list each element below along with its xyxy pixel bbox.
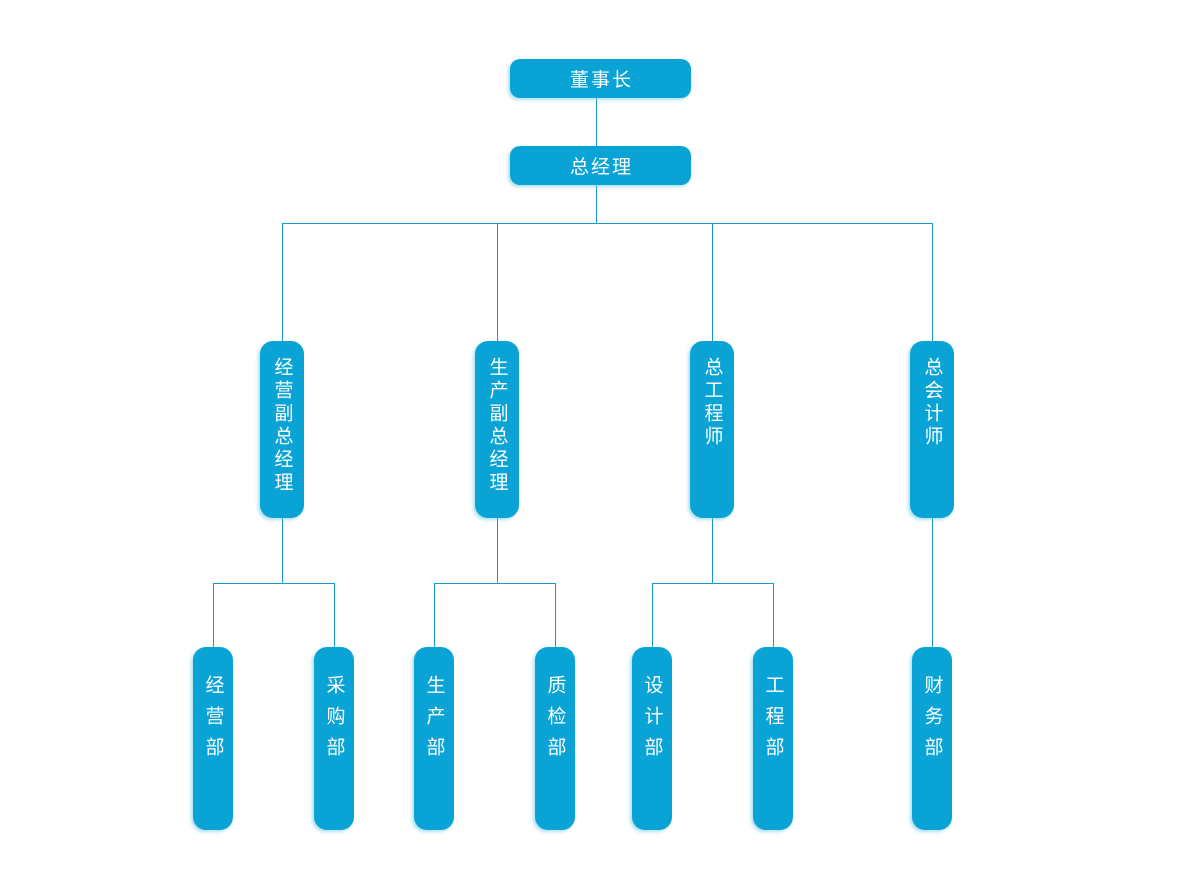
connector-drop-chief-accountant bbox=[932, 223, 933, 341]
node-production-dept: 生产部 bbox=[414, 647, 454, 830]
node-finance-dept: 财务部 bbox=[912, 647, 952, 830]
node-quality-dept-label: 质检部 bbox=[544, 675, 566, 768]
node-chief-accountant-label: 总会计师 bbox=[921, 357, 943, 449]
connector-chief-engineer-bus bbox=[652, 583, 774, 584]
connector-level1-bus bbox=[282, 223, 933, 224]
node-quality-dept: 质检部 bbox=[535, 647, 575, 830]
node-general-manager-label: 总经理 bbox=[569, 157, 633, 178]
connector-chairman-gm bbox=[596, 98, 597, 146]
node-chief-engineer: 总工程师 bbox=[690, 341, 734, 518]
node-vp-business-label: 经营副总经理 bbox=[271, 357, 293, 495]
connector-chief-accountant-finance bbox=[932, 518, 933, 647]
node-chief-engineer-label: 总工程师 bbox=[701, 357, 723, 449]
connector-vp-production-bus bbox=[434, 583, 556, 584]
node-chairman: 董事长 bbox=[510, 59, 691, 98]
connector-drop-vp-business bbox=[282, 223, 283, 341]
connector-vp-production-trunk bbox=[497, 518, 498, 583]
node-general-manager: 总经理 bbox=[510, 146, 691, 185]
node-vp-business: 经营副总经理 bbox=[260, 341, 304, 518]
connector-chief-engineer-trunk bbox=[712, 518, 713, 583]
node-business-dept-label: 经营部 bbox=[202, 675, 224, 768]
node-purchasing-dept: 采购部 bbox=[314, 647, 354, 830]
connector-drop-production-dept bbox=[434, 583, 435, 647]
node-design-dept-label: 设计部 bbox=[641, 675, 663, 768]
connector-drop-vp-production bbox=[497, 223, 498, 341]
node-design-dept: 设计部 bbox=[632, 647, 672, 830]
connector-vp-business-bus bbox=[213, 583, 335, 584]
connector-drop-engineering-dept bbox=[773, 583, 774, 647]
connector-drop-chief-engineer bbox=[712, 223, 713, 341]
connector-vp-business-trunk bbox=[282, 518, 283, 583]
node-chief-accountant: 总会计师 bbox=[910, 341, 954, 518]
connector-drop-purchasing-dept bbox=[334, 583, 335, 647]
node-finance-dept-label: 财务部 bbox=[921, 675, 943, 768]
connector-drop-design-dept bbox=[652, 583, 653, 647]
connector-gm-trunk bbox=[596, 185, 597, 223]
node-purchasing-dept-label: 采购部 bbox=[323, 675, 345, 768]
node-vp-production: 生产副总经理 bbox=[475, 341, 519, 518]
node-engineering-dept-label: 工程部 bbox=[762, 675, 784, 768]
node-vp-production-label: 生产副总经理 bbox=[486, 357, 508, 495]
connector-drop-quality-dept bbox=[555, 583, 556, 647]
node-production-dept-label: 生产部 bbox=[423, 675, 445, 768]
connector-drop-business-dept bbox=[213, 583, 214, 647]
node-engineering-dept: 工程部 bbox=[753, 647, 793, 830]
node-business-dept: 经营部 bbox=[193, 647, 233, 830]
node-chairman-label: 董事长 bbox=[569, 70, 633, 91]
